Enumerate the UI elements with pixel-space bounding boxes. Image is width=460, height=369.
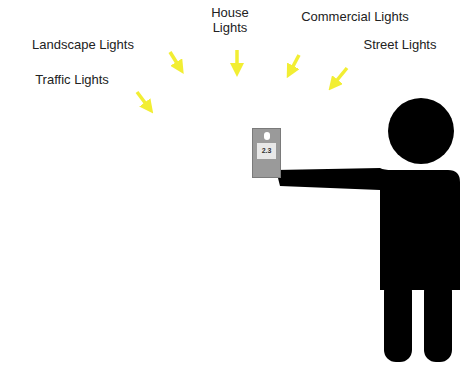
light-meter: 2.3 — [252, 128, 281, 178]
light-arrow — [333, 68, 347, 85]
light-source-label: Commercial Lights — [280, 9, 430, 24]
light-arrow — [137, 92, 149, 108]
light-source-label: Street Lights — [345, 37, 455, 52]
light-arrow — [235, 50, 239, 70]
light-arrows — [137, 50, 347, 108]
person-leg — [384, 280, 412, 362]
light-source-label: House Lights — [200, 5, 260, 35]
meter-hole — [264, 132, 270, 140]
person-head — [388, 98, 454, 164]
light-arrow — [170, 52, 180, 68]
light-arrow — [290, 55, 299, 72]
meter-reading: 2.3 — [262, 147, 272, 155]
person-figure — [276, 98, 460, 362]
light-source-label: Landscape Lights — [8, 37, 158, 52]
meter-display: 2.3 — [257, 143, 276, 159]
person-leg — [424, 280, 452, 362]
person-torso-arm — [276, 168, 460, 290]
light-source-label: Traffic Lights — [12, 72, 132, 87]
